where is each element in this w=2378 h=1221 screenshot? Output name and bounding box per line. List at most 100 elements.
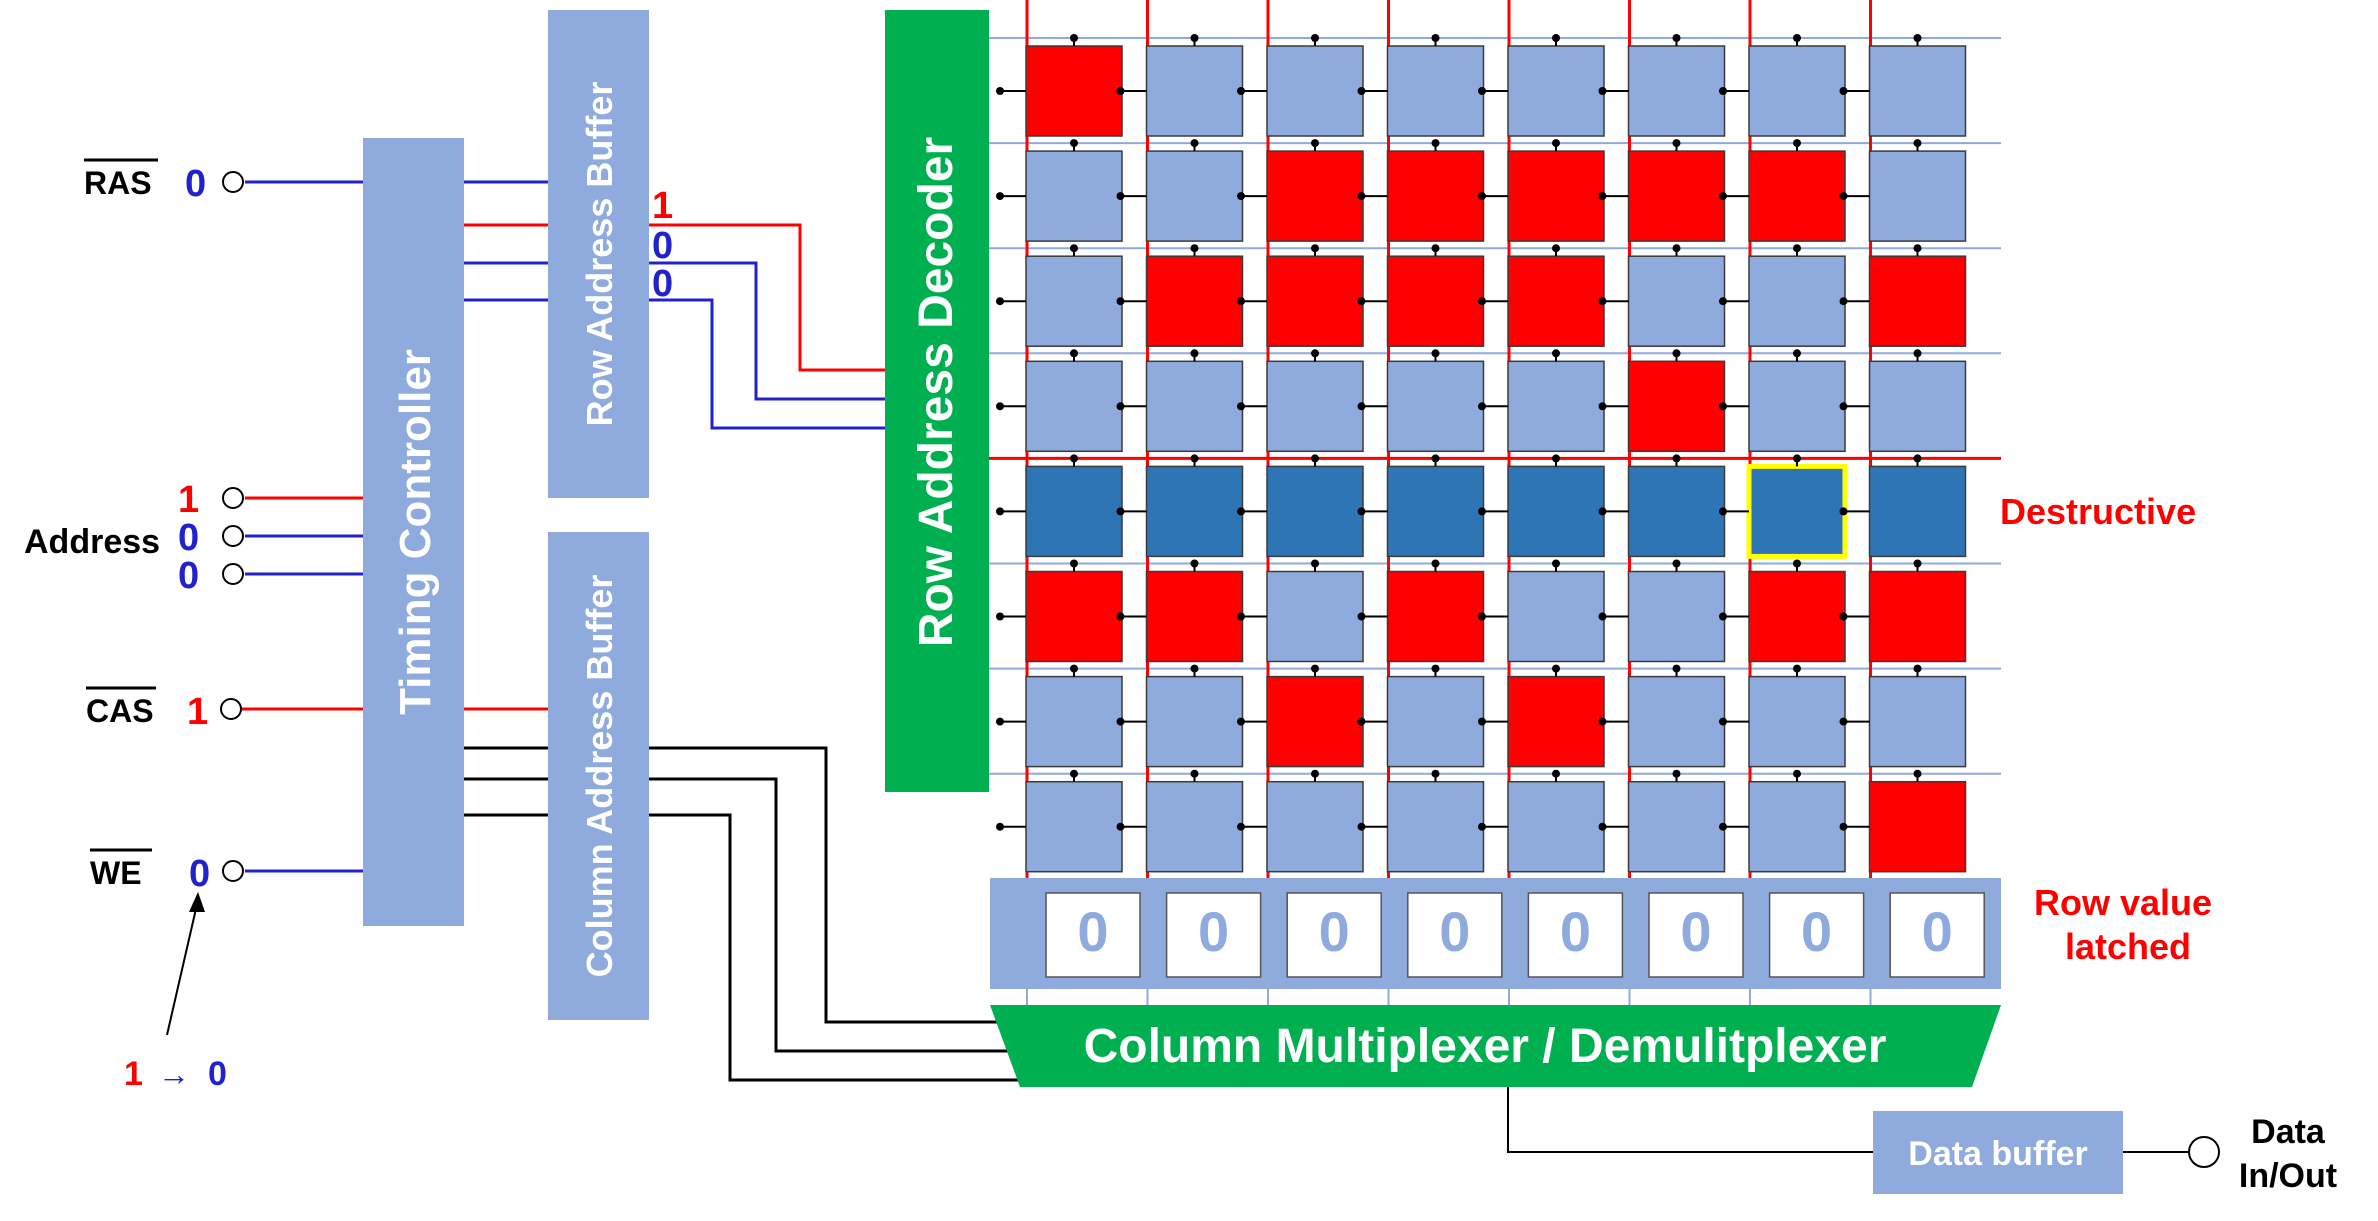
cell-drain-dot-icon [1598, 507, 1607, 516]
memory-cell-r4-c5 [1627, 465, 1726, 558]
memory-cell-r0-c4 [1507, 45, 1605, 137]
cell-drain-dot-icon [1719, 822, 1727, 831]
latch-value-4: 0 [1560, 900, 1591, 963]
we-transition-arrow-icon [166, 899, 199, 1036]
memory-cell-r2-c1 [1145, 255, 1244, 347]
memory-cell-r5-c2 [1266, 570, 1364, 663]
cell-gate-dot-icon [1552, 769, 1560, 778]
timing-controller-label: Timing Controller [391, 349, 440, 715]
cell-drain-dot-icon [1719, 297, 1727, 306]
cell-gate-dot-icon [1793, 559, 1801, 568]
address-pin-3-icon [222, 563, 244, 585]
we-transition-to: 0 [208, 1055, 227, 1093]
cell-gate-dot-icon [1793, 244, 1801, 253]
cell-gate-dot-icon [1311, 769, 1319, 778]
memory-cell-r1-c2 [1266, 150, 1364, 242]
cell-drain-dot-icon [1839, 822, 1848, 831]
cell-gate-dot-icon [1431, 454, 1440, 463]
cell-drain-dot-icon [1116, 717, 1125, 726]
controller-to-buffer-wires [464, 180, 548, 817]
memory-cell-r3-c5 [1627, 360, 1726, 453]
cell-gate-dot-icon [1672, 454, 1681, 463]
cell-gate-dot-icon [1311, 559, 1319, 568]
cell-gate-dot-icon [1431, 559, 1440, 568]
memory-cell-r0-c6 [1748, 45, 1846, 137]
cell-drain-dot-icon [1357, 717, 1366, 726]
cell-gate-dot-icon [1190, 454, 1199, 463]
cell-gate-dot-icon [1913, 769, 1922, 778]
cell-gate-dot-icon [1793, 769, 1801, 778]
cell-gate-dot-icon [1190, 769, 1199, 778]
cell-gate-dot-icon [1070, 769, 1078, 778]
memory-cell-r0-c3 [1386, 45, 1485, 137]
cell-gate-dot-icon [1190, 34, 1199, 42]
cell-gate-dot-icon [1431, 349, 1440, 358]
cell-gate-dot-icon [1913, 454, 1922, 463]
row-address-decoder-label: Row Address Decoder [910, 137, 963, 647]
cell-drain-dot-icon [996, 192, 1004, 201]
cell-drain-dot-icon [1478, 717, 1486, 726]
memory-cell-r5-c4 [1507, 570, 1605, 663]
cell-drain-dot-icon [1116, 192, 1125, 201]
cell-drain-dot-icon [1357, 402, 1366, 411]
row-buffer-output-1: 0 [652, 225, 673, 267]
address-bit-1: 0 [178, 517, 199, 559]
cell-gate-dot-icon [1672, 244, 1681, 253]
latch-box-4 [1527, 892, 1624, 978]
cell-drain-dot-icon [1719, 717, 1727, 726]
memory-cell-r7-c3 [1386, 780, 1485, 873]
memory-cell-r5-c6 [1748, 570, 1846, 663]
latch-value-3: 0 [1439, 900, 1470, 963]
memory-cell-r3-c7 [1868, 360, 1967, 453]
latch-box-0 [1045, 892, 1141, 978]
cell-drain-dot-icon [996, 402, 1004, 411]
cell-drain-dot-icon [1598, 87, 1607, 95]
row-buffer-output-0: 1 [652, 185, 673, 227]
memory-cell-r2-c2 [1266, 255, 1364, 347]
cell-gate-dot-icon [1672, 664, 1681, 673]
cell-drain-dot-icon [1478, 822, 1486, 831]
cell-gate-dot-icon [1672, 559, 1681, 568]
address-bit-2: 0 [178, 555, 199, 597]
cell-drain-dot-icon [996, 297, 1004, 306]
cell-gate-dot-icon [1431, 244, 1440, 253]
memory-cell-r2-c7 [1868, 255, 1967, 347]
ras-pin-icon [222, 171, 244, 193]
memory-cell-r1-c4 [1507, 150, 1605, 242]
memory-cell-r0-c5 [1627, 45, 1726, 137]
cell-drain-dot-icon [1478, 87, 1486, 95]
row-address-buffer [548, 10, 649, 498]
latch-value-1: 0 [1198, 900, 1229, 963]
cell-gate-dot-icon [1311, 34, 1319, 42]
cell-drain-dot-icon [1839, 192, 1848, 201]
column-mux-label: Column Multiplexer / Demulitplexer [1084, 1020, 1887, 1073]
latch-value-7: 0 [1922, 900, 1953, 963]
cell-drain-dot-icon [1598, 717, 1607, 726]
cell-drain-dot-icon [1598, 192, 1607, 201]
row-address-buffer-label: Row Address Buffer [579, 82, 620, 427]
cell-drain-dot-icon [1237, 612, 1245, 621]
memory-cell-r4-c3 [1386, 465, 1485, 558]
memory-cell-r0-c7 [1868, 45, 1967, 137]
cell-gate-dot-icon [1913, 244, 1922, 253]
cell-drain-dot-icon [1237, 507, 1245, 516]
memory-cell-r4-c6 [1746, 463, 1848, 559]
memory-cell-r7-c6 [1748, 780, 1846, 873]
cell-drain-dot-icon [1478, 402, 1486, 411]
cell-drain-dot-icon [1839, 717, 1848, 726]
cell-drain-dot-icon [1839, 297, 1848, 306]
cell-gate-dot-icon [1431, 769, 1440, 778]
cell-gate-dot-icon [1552, 34, 1560, 42]
cell-gate-dot-icon [1311, 349, 1319, 358]
cell-drain-dot-icon [996, 717, 1004, 726]
cell-drain-dot-icon [1839, 507, 1848, 516]
memory-cell-r7-c5 [1627, 780, 1726, 873]
cell-gate-dot-icon [1913, 34, 1922, 42]
cell-gate-dot-icon [1913, 664, 1922, 673]
address-pin-1-icon [222, 487, 244, 509]
column-mux [990, 1005, 2001, 1087]
memory-cell-r1-c5 [1627, 150, 1726, 242]
cell-drain-dot-icon [1598, 402, 1607, 411]
cell-gate-dot-icon [1552, 349, 1560, 358]
